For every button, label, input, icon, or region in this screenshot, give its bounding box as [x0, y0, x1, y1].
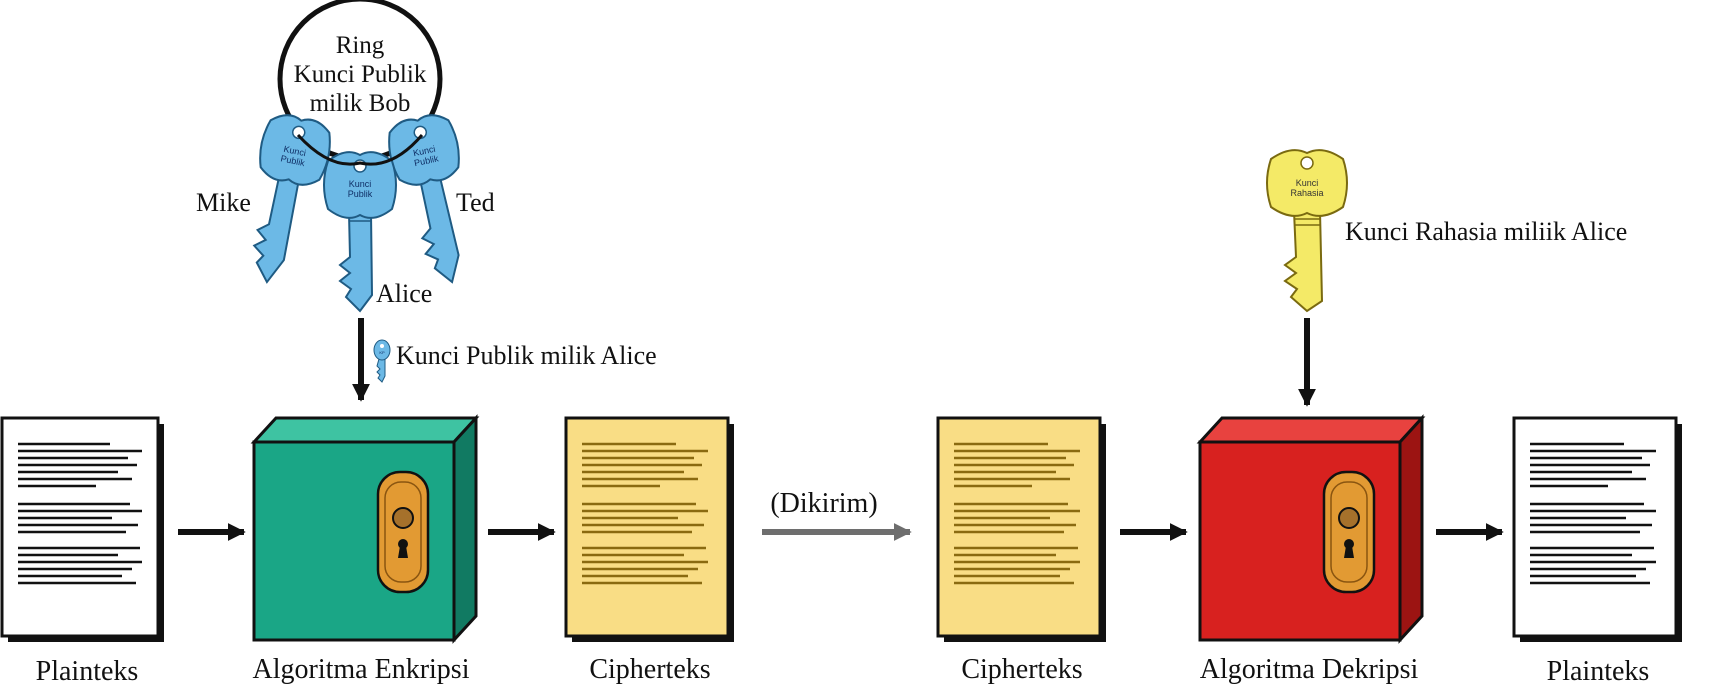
- private-key-label: Kunci Rahasia miliik Alice: [1345, 217, 1627, 246]
- public-key-label: Kunci Publik milik Alice: [396, 341, 657, 370]
- private-key-text-2: Rahasia: [1290, 188, 1323, 198]
- decrypt-lock-icon: [1322, 470, 1376, 594]
- key-ring-chain: [296, 133, 424, 166]
- ciphertext-input-label: Cipherteks: [961, 654, 1082, 685]
- alice-public-key-icon: Kunci Publik: [323, 151, 397, 313]
- mike-key-text-1: Kunci: [283, 144, 307, 158]
- mike-label: Mike: [196, 188, 251, 217]
- small-public-key-icon: KP: [373, 339, 391, 383]
- private-key-icon: Kunci Rahasia: [1266, 149, 1348, 313]
- ciphertext-output-document: [564, 416, 734, 642]
- alice-key-text-1: Kunci: [349, 179, 372, 189]
- key-ring-title-line-3: milik Bob: [310, 90, 411, 117]
- mike-public-key-icon: Kunci Publik: [252, 114, 331, 284]
- ciphertext-input-document: [936, 416, 1106, 642]
- encryption-algorithm-box: [250, 414, 480, 644]
- small-key-text: KP: [379, 350, 385, 355]
- plaintext-output-label: Plainteks: [1547, 656, 1650, 686]
- key-ring-title-line-2: Kunci Publik: [294, 61, 427, 88]
- plaintext-output-document: [1512, 416, 1682, 642]
- ted-key-text-1: Kunci: [412, 144, 436, 158]
- ted-public-key-icon: Kunci Publik: [388, 114, 460, 284]
- encrypt-lock-icon: [376, 470, 430, 594]
- key-ring-title-line-1: Ring: [336, 32, 385, 59]
- decryption-algorithm-box: [1196, 414, 1426, 644]
- alice-key-text-2: Publik: [348, 189, 373, 199]
- public-key-ring: Ring Kunci Publik milik Bob Kunci Publik…: [196, 0, 495, 313]
- ciphertext-output-label: Cipherteks: [589, 654, 710, 685]
- ted-label: Ted: [456, 188, 495, 217]
- transfer-label: (Dikirim): [770, 488, 877, 519]
- alice-label: Alice: [376, 279, 432, 308]
- private-key-text-1: Kunci: [1296, 178, 1319, 188]
- encryption-algorithm-label: Algoritma Enkripsi: [253, 654, 470, 685]
- plaintext-input-label: Plainteks: [36, 656, 139, 686]
- decryption-algorithm-label: Algoritma Dekripsi: [1200, 654, 1419, 685]
- plaintext-input-document: [0, 416, 164, 642]
